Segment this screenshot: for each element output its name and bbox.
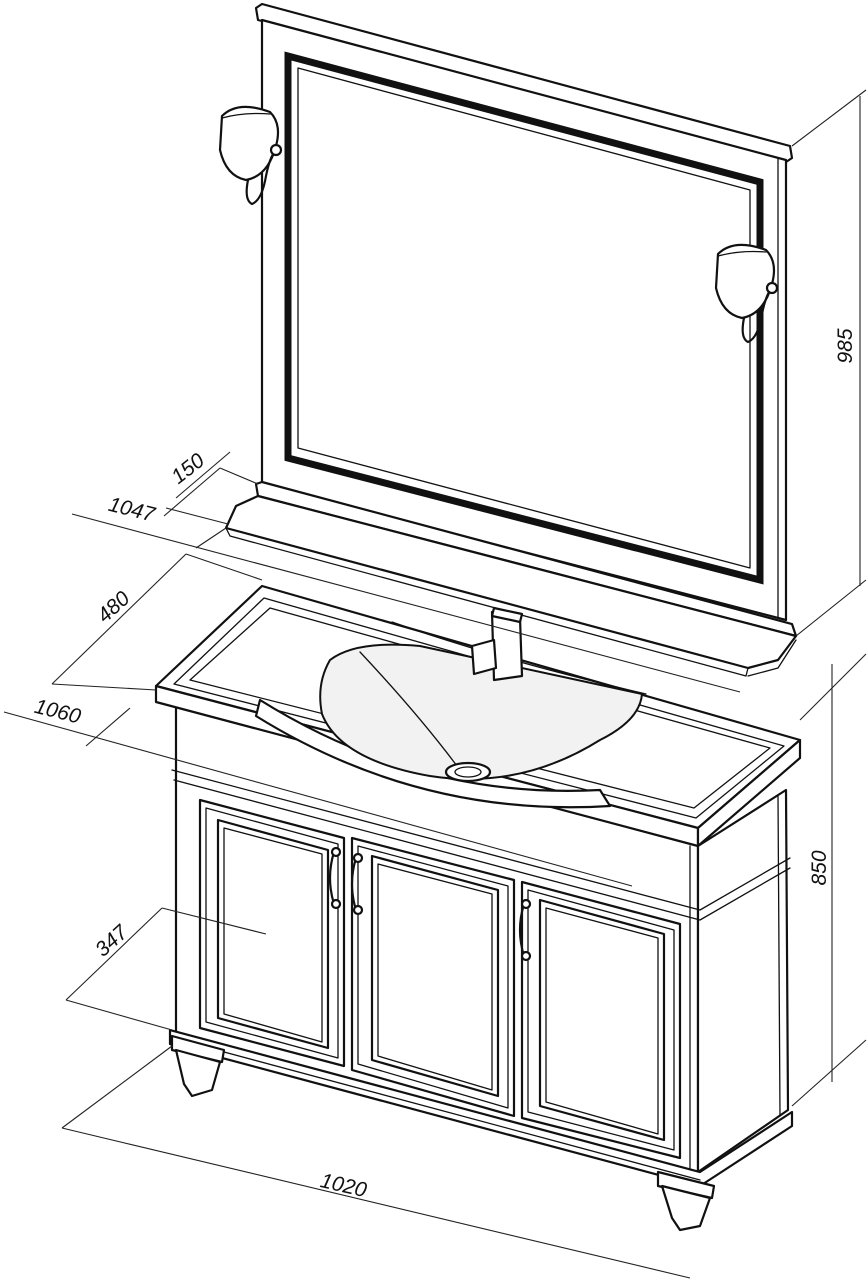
mirror [254,2,794,622]
foot-left [170,1034,226,1098]
mirror-cornice [254,2,794,164]
dim-cabinet-depth: 347 [91,920,133,961]
cabinet-side [696,788,790,1174]
cabinet [168,704,794,1232]
mirror-glass-border [284,51,764,585]
dim-mirror-height: 985 [834,328,857,363]
dim-mirror-width: 1047 [106,493,158,527]
foot-right [656,1170,716,1232]
door-middle [350,836,516,1118]
left-wall-lamp [218,105,283,206]
dim-basin-depth: 480 [93,587,135,628]
door-right [520,880,682,1160]
dim-basin-width: 1060 [32,695,83,729]
dim-cabinet-width: 1020 [318,1169,369,1202]
door-handle-3 [518,898,532,962]
basin-drain [444,761,492,783]
mirror-glass [297,67,751,569]
basin-bowl [319,643,643,781]
faucet [470,606,524,682]
door-handle-2 [350,852,364,916]
dimension-lines [3,89,867,1279]
washbasin [154,584,802,848]
door-left [198,798,346,1068]
mirror-frame [260,18,788,622]
right-wall-lamp [714,243,779,344]
dim-cabinet-height: 850 [808,850,831,885]
door-handle-1 [328,846,342,910]
mirror-shelf [224,480,798,677]
